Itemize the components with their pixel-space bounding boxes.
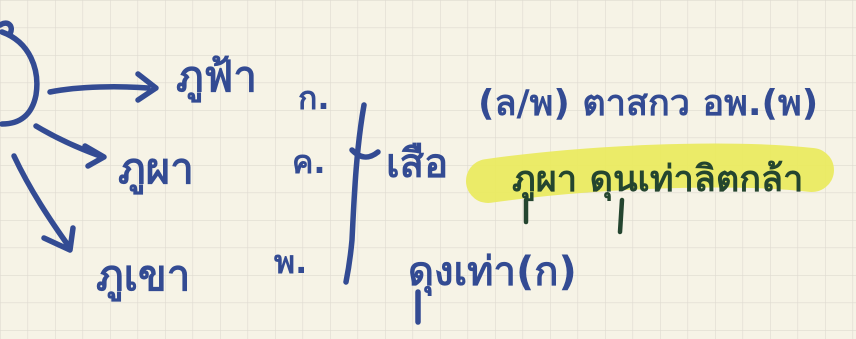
branch-bhu-fa: ภูฟ้า	[176, 52, 258, 101]
branch-bhu-pha: ภูผา	[118, 144, 194, 193]
arrowhead-bhu-fa	[135, 71, 159, 103]
circle-stroke	[0, 29, 40, 127]
highlighted-line-text: ภูผา ดุนเท่าลิตกล้า	[512, 159, 804, 200]
bracket-stroke	[343, 102, 367, 285]
list-label-kho: ค.	[292, 143, 326, 181]
tail-highlight-mid	[617, 197, 625, 235]
list-label-ko: ก.	[298, 79, 330, 117]
arrowhead-bhu-pha	[82, 143, 107, 169]
arrowhead-bhu-khao	[41, 225, 76, 253]
top-line-text: (ล/พ) ตาสกว อพ.(พ)	[478, 83, 819, 124]
arrow-to-bhu-khao	[11, 153, 73, 251]
bracket-word: เสือ	[386, 141, 449, 187]
circle-top-stroke	[0, 20, 14, 37]
branch-bhu-khao: ภูเขา	[96, 251, 191, 300]
bottom-line-text: ดุงเท่า(ก)	[408, 249, 577, 295]
list-label-pho: พ.	[274, 243, 308, 281]
arrow-to-bhu-fa	[47, 84, 151, 95]
highlighter-stroke	[466, 143, 834, 203]
bracket-hook	[349, 147, 381, 160]
